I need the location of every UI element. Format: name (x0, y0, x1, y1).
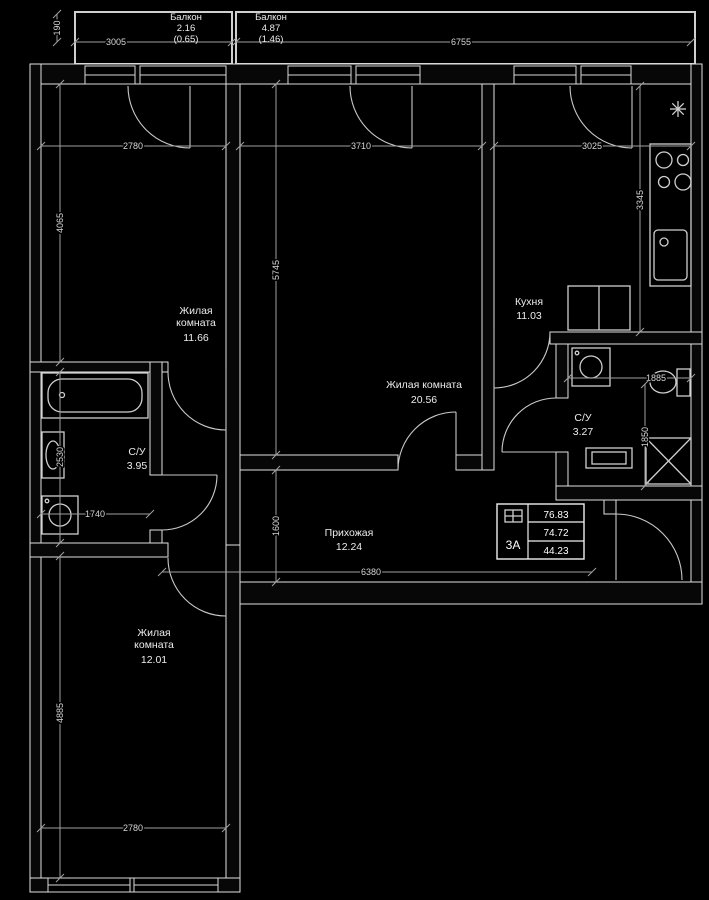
wall-segment (29, 542, 169, 558)
living2-name: Жилая комната (386, 379, 462, 391)
wall-segment (555, 485, 703, 501)
door-kitchen (493, 331, 551, 389)
stove-burners (655, 151, 692, 191)
living1-area: 11.66 (183, 332, 209, 344)
dim-living3-width: 2780 (123, 823, 143, 833)
area-total: 76.83 (543, 510, 568, 521)
wall-segment (225, 581, 703, 605)
wall-segment (149, 361, 163, 476)
wall-segment (549, 331, 703, 345)
wall-segment (555, 343, 569, 399)
living1-name-line2: комната (176, 317, 216, 329)
bathtub (41, 372, 149, 419)
windows (47, 65, 632, 893)
balcony2-area-coef: (1.46) (259, 34, 284, 45)
area-living: 74.72 (543, 528, 568, 539)
dim-bath1-width: 1740 (85, 509, 105, 519)
dim-living1-width: 2780 (123, 141, 143, 151)
fixtures (41, 101, 692, 535)
balcony2-area: 4.87 (262, 23, 281, 34)
wall-segment (481, 83, 495, 471)
kitchen-counter (649, 143, 692, 287)
unit-type: 3А (506, 538, 521, 552)
shower (645, 437, 692, 485)
door-living3 (167, 557, 227, 617)
dim-living1-height: 4065 (55, 213, 65, 233)
wall-segment (239, 454, 399, 471)
wall-segment (225, 83, 241, 546)
hallway-area: 12.24 (336, 541, 362, 553)
balcony1-area-coef: (0.65) (174, 34, 199, 45)
wall-segment (29, 361, 169, 373)
door-living2 (397, 411, 457, 471)
living3-area: 12.01 (141, 654, 167, 666)
dim-living2-width: 3710 (351, 141, 371, 151)
door-bath1 (161, 474, 218, 531)
vent-star-icon (670, 101, 686, 117)
dim-balcony-offset: 190 (52, 20, 62, 35)
door-balcony-2 (349, 85, 413, 149)
balcony2-name: Балкон (255, 12, 287, 23)
living3-name-line1: Жилая (137, 627, 170, 639)
door-bath2 (501, 397, 557, 453)
bath1-name: С/У (128, 446, 146, 458)
kitchen-cabinet (567, 285, 631, 331)
dim-living2-height: 5745 (271, 260, 281, 280)
dim-living3-height: 4885 (55, 703, 65, 723)
dimension-lines: 3005 6755 190 2780 3710 3025 4065 5745 3… (36, 9, 696, 883)
living3-name-line2: комната (134, 639, 174, 651)
door-balcony-3 (569, 85, 633, 149)
bath2-name: С/У (574, 412, 592, 424)
bath1-area: 3.95 (127, 460, 148, 472)
door-entry (615, 513, 683, 581)
area-rooms: 44.23 (543, 546, 568, 557)
walls (29, 63, 703, 893)
toilet (649, 368, 691, 397)
dim-bath2-height: 1850 (640, 427, 650, 447)
dim-kitchen-height: 3345 (635, 190, 645, 210)
living1-name-line1: Жилая (179, 305, 212, 317)
dim-bath2-width: 1885 (646, 373, 666, 383)
bath2-area: 3.27 (573, 426, 594, 438)
kitchen-sink (653, 229, 688, 281)
door-living1 (167, 371, 227, 431)
doors (127, 85, 683, 617)
dim-hallway-height: 1600 (271, 516, 281, 536)
dim-hallway-width: 6380 (361, 567, 381, 577)
living2-area: 20.56 (411, 394, 437, 406)
dim-balcony1-width: 3005 (106, 37, 126, 47)
balcony1-area: 2.16 (177, 23, 196, 34)
kitchen-name: Кухня (515, 296, 543, 308)
hallway-name: Прихожая (325, 527, 374, 539)
room-labels: Балкон 2.16 (0.65) Балкон 4.87 (1.46) Жи… (127, 12, 594, 666)
title-block: 3А 76.83 74.72 44.23 (496, 503, 585, 560)
wall-segment (603, 499, 617, 515)
balcony1-name: Балкон (170, 12, 202, 23)
wall-segment (29, 63, 42, 893)
dim-kitchen-width: 3025 (582, 141, 602, 151)
dim-balcony2-width: 6755 (451, 37, 471, 47)
dim-bath1-height: 2530 (55, 447, 65, 467)
wall-segment (555, 451, 569, 487)
unit-plan-icon (504, 509, 523, 523)
bath2-sink (585, 447, 633, 469)
door-balcony-1 (127, 85, 191, 149)
kitchen-area: 11.03 (516, 310, 542, 322)
wall-segment (225, 544, 241, 893)
